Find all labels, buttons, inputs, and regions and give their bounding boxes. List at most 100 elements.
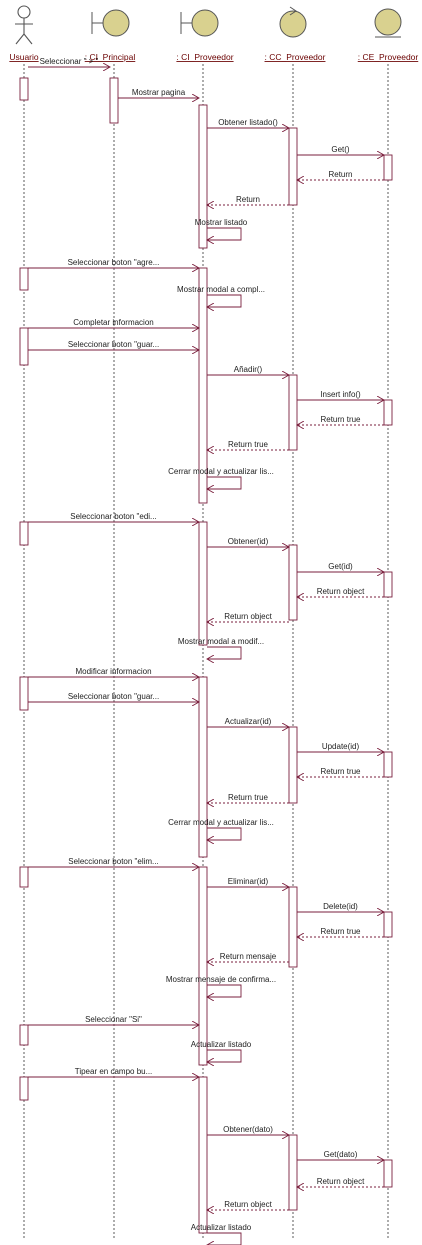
message-call: Obtener(dato) [207,1125,289,1135]
message-label: Cerrar modal y actualizar lis... [168,467,274,476]
message-label: Seleccionar " > " [40,57,99,66]
message-call: Update(id) [297,742,384,752]
message-self: Actualizar listado [191,1040,252,1062]
message-return: Return object [297,1177,384,1187]
actor-icon [15,5,33,45]
message-call: Delete(id) [297,902,384,912]
control-icon [279,6,307,38]
message-label: Obtener(dato) [223,1125,273,1134]
message-label: Update(id) [322,742,360,751]
message-return: Return true [297,927,384,937]
message-label: Return true [320,767,361,776]
message-return: Return true [207,793,289,803]
message-label: Return object [317,1177,365,1186]
activation-bar [383,751,393,778]
message-call: Eliminar(id) [207,877,289,887]
message-label: Obtener(id) [228,537,269,546]
message-label: Return true [320,415,361,424]
message-label: Return [236,195,260,204]
message-call: Tipear en campo bu... [28,1067,199,1077]
message-call: Añadir() [207,365,289,375]
message-label: Mostrar modal a modif... [178,637,264,646]
activation-bar [198,267,208,504]
participant-name: Usuario [9,52,39,62]
message-call: Seleccionar " > " [28,57,110,67]
message-label: Get(id) [328,562,353,571]
message-self: Mostrar modal a compl... [177,285,265,307]
participant-ce_proveedor: : CE_Proveedor [358,8,418,62]
activation-bar [288,127,298,206]
activation-bar [288,1134,298,1211]
participant-name: : CI_Proveedor [176,52,233,62]
message-call: Get(id) [297,562,384,572]
self-call-arrow [207,984,242,997]
message-call: Mostrar pagina [118,88,199,98]
message-label: Get() [331,145,350,154]
message-label: Return object [224,612,272,621]
activation-bar [288,374,298,451]
activation-bar [198,521,208,646]
activation-bar [109,77,119,124]
activation-bar [198,1076,208,1234]
message-return: Return [297,170,384,180]
boundary-icon [91,9,130,37]
message-call: Obtener(id) [207,537,289,547]
message-return: Return true [297,767,384,777]
message-label: Actualizar listado [191,1040,252,1049]
activation-bar [383,154,393,181]
message-label: Return object [317,587,365,596]
message-return: Return mensaje [207,952,289,962]
message-call: Insert info() [297,390,384,400]
message-label: Tipear en campo bu... [75,1067,153,1076]
message-return: Return object [207,1200,289,1210]
message-call: Obtener listado() [207,118,289,128]
message-label: Return true [228,793,269,802]
message-return: Return object [297,587,384,597]
message-self: Actualizar listado [191,1223,252,1245]
activation-bar [19,267,29,291]
message-call: Get(dato) [297,1150,384,1160]
self-call-arrow [207,1232,242,1245]
message-label: Mostrar mensaje de confirma... [166,975,276,984]
self-call-arrow [207,294,242,307]
activation-bar [288,886,298,968]
message-label: Añadir() [234,365,263,374]
message-label: Return [328,170,352,179]
message-label: Seleccionar boton "elim... [68,857,158,866]
message-self: Mostrar modal a modif... [178,637,264,659]
activation-bar [19,521,29,546]
participant-ci_principal: : CI_Principal [85,9,135,62]
message-label: Seleccionar boton "agre... [68,258,160,267]
message-call: Seleccionar boton "elim... [28,857,199,867]
message-label: Return mensaje [220,952,277,961]
activation-bar [198,676,208,858]
message-label: Return true [228,440,269,449]
message-label: Seleccionar boton "guar... [68,692,159,701]
message-label: Get(dato) [324,1150,358,1159]
activation-bar [19,1024,29,1046]
participant-usuario: Usuario [9,5,39,62]
message-label: Insert info() [320,390,361,399]
message-call: Modificar informacion [28,667,199,677]
message-label: Delete(id) [323,902,358,911]
participant-cc_proveedor: : CC_Proveedor [265,6,326,62]
message-call: Seleccionar boton "agre... [28,258,199,268]
activation-bar [198,104,208,249]
self-call-arrow [207,476,242,489]
message-label: Completar informacion [73,318,153,327]
self-call-arrow [207,227,242,240]
self-call-arrow [207,1049,242,1062]
message-label: Mostrar pagina [132,88,186,97]
message-call: Seleccionar boton "guar... [28,692,199,702]
message-label: Seleccionar boton "guar... [68,340,159,349]
message-label: Modificar informacion [75,667,151,676]
message-label: Actualizar listado [191,1223,252,1232]
message-return: Return true [297,415,384,425]
participant-name: : CC_Proveedor [265,52,326,62]
message-call: Seleccionar "Si" [28,1015,199,1025]
message-label: Cerrar modal y actualizar lis... [168,818,274,827]
message-label: Seleccionar "Si" [85,1015,142,1024]
activation-bar [19,1076,29,1101]
message-label: Return true [320,927,361,936]
